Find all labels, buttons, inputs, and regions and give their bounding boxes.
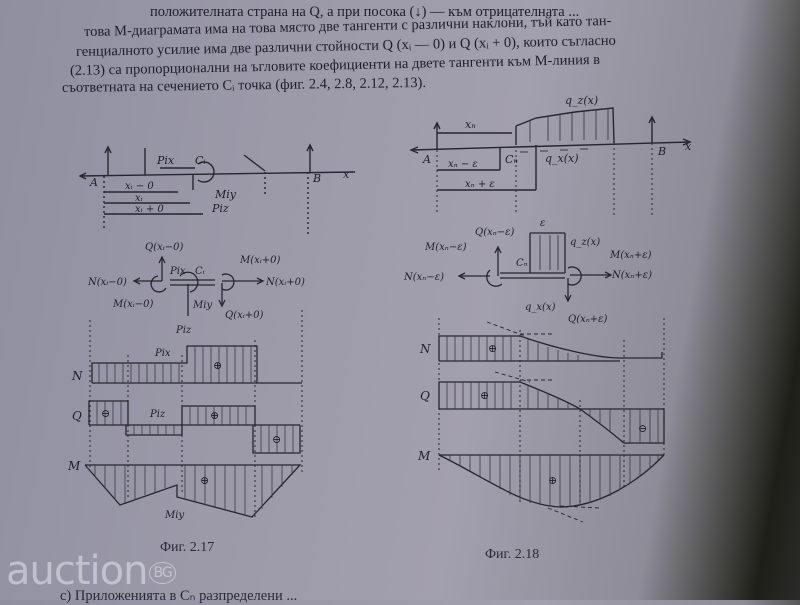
label-N-right: N(xᵢ+0) bbox=[265, 277, 305, 288]
label-M-left-2: M(xₙ−ε) bbox=[424, 242, 467, 253]
label-M-right-2: M(xₙ+ε) bbox=[609, 250, 652, 261]
label-Q-left-2: Q(xₙ−ε) bbox=[475, 227, 515, 238]
Q-sign-2-2: ⊖ bbox=[638, 422, 647, 435]
diagram-label-M: M bbox=[67, 459, 81, 473]
dim-xn-plus: xₙ + ε bbox=[465, 179, 495, 190]
label-Pix: Pix bbox=[156, 154, 175, 167]
M-sign: ⊕ bbox=[200, 474, 209, 487]
Q-sign-2: ⊕ bbox=[210, 409, 219, 422]
label-x: x bbox=[343, 168, 350, 181]
bottom-text-line: c) Приложенията в Cₙ разпределени ... bbox=[60, 588, 298, 604]
label-Cn-el: Cₙ bbox=[516, 258, 528, 269]
figure-caption-2-18: Фиг. 2.18 bbox=[485, 547, 540, 562]
label-qx: q_x(x) bbox=[545, 152, 579, 165]
label-B: B bbox=[312, 172, 321, 185]
label-Miy: Miy bbox=[214, 188, 237, 201]
label-A-2: A bbox=[422, 153, 431, 166]
N-sign-2: ⊕ bbox=[488, 342, 497, 355]
dim-xi-minus: xᵢ − 0 bbox=[125, 181, 154, 192]
label-M-left: M(xᵢ−0) bbox=[112, 299, 154, 310]
Q-sign-3: ⊖ bbox=[272, 433, 281, 446]
dim-xn-minus: xₙ − ε bbox=[448, 159, 478, 170]
label-N-left: N(xᵢ−0) bbox=[87, 277, 127, 288]
figure-caption-2-17: Фиг. 2.17 bbox=[160, 540, 215, 555]
label-Piz-el: Piz bbox=[175, 325, 192, 336]
label-A: A bbox=[89, 176, 98, 189]
paragraph-line-1: положителната страна на Q, а при посока … bbox=[150, 4, 580, 20]
hatching-2-17 bbox=[94, 346, 294, 515]
label-Ci: Cᵢ bbox=[195, 154, 206, 167]
label-M-right: M(xᵢ+0) bbox=[239, 255, 281, 266]
label-x-2: x bbox=[685, 140, 692, 153]
label-B-2: B bbox=[657, 145, 666, 158]
label-qz-el: q_z(x) bbox=[570, 237, 600, 248]
diagram-label-N-2: N bbox=[419, 342, 431, 356]
label-xn: xₙ bbox=[465, 118, 476, 131]
Q-sign-1: ⊖ bbox=[101, 407, 110, 420]
diagram-label-M-2: M bbox=[417, 449, 431, 463]
label-eps: ε bbox=[540, 218, 545, 229]
watermark-suffix: BG bbox=[149, 562, 176, 584]
diagram-Pix: Pix bbox=[154, 348, 171, 359]
label-Ci-el: Cᵢ bbox=[195, 266, 205, 277]
hatching-2-18 bbox=[446, 336, 659, 507]
dim-xi: xᵢ bbox=[135, 193, 143, 204]
watermark-text: auction bbox=[6, 548, 148, 594]
N-sign: ⊕ bbox=[213, 359, 222, 372]
label-N-right-2: N(xₙ+ε) bbox=[611, 270, 652, 281]
label-Q-right-2: Q(xₙ+ε) bbox=[568, 314, 608, 325]
label-Q-left: Q(xᵢ−0) bbox=[145, 242, 183, 253]
diagram-Miy: Miy bbox=[164, 510, 184, 521]
M-sign-2: ⊕ bbox=[548, 474, 557, 487]
diagram-Piz: Piz bbox=[149, 409, 166, 420]
diagram-label-Q: Q bbox=[72, 409, 82, 423]
label-Miy-el: Miy bbox=[192, 300, 212, 311]
label-Cn: Cₙ bbox=[505, 153, 518, 166]
dim-xi-plus: xᵢ + 0 bbox=[135, 204, 164, 215]
label-N-left-2: N(xₙ−ε) bbox=[403, 272, 444, 283]
label-qz: q_z(x) bbox=[565, 94, 598, 107]
Q-sign-2-1: ⊕ bbox=[480, 389, 489, 402]
diagram-label-N: N bbox=[71, 369, 83, 383]
label-Q-right: Q(xᵢ+0) bbox=[225, 310, 263, 321]
label-qx-el: q_x(x) bbox=[525, 302, 556, 313]
label-Piz: Piz bbox=[211, 202, 229, 215]
diagram-label-Q-2: Q bbox=[420, 389, 430, 403]
label-Pix-el: Pix bbox=[169, 266, 186, 277]
